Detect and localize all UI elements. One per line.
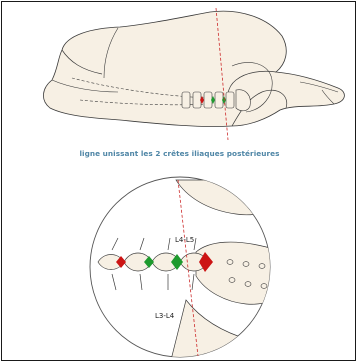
patient-lateral-figure [43, 11, 344, 126]
magnified-spine-detail [90, 177, 292, 364]
patient-body [43, 11, 344, 126]
label-l4-l5: L4-L5 [175, 236, 194, 244]
label-l3-l4: L3-L4 [155, 312, 175, 320]
caption: ligne unissant les 2 crêtes iliaques pos… [0, 149, 359, 158]
